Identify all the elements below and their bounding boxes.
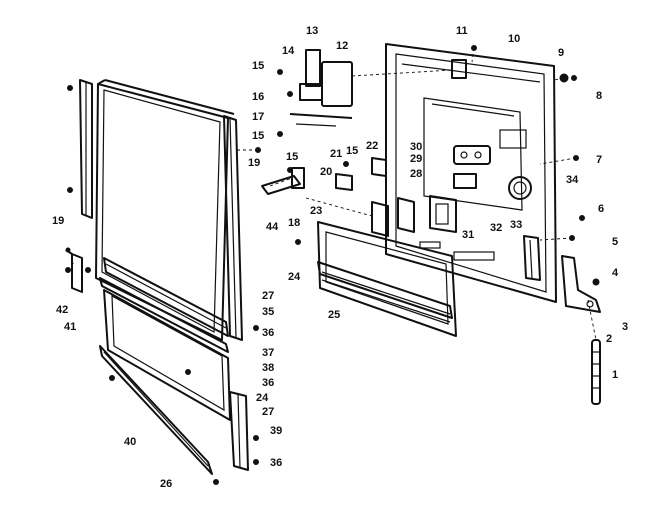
- callout-36-bottom: 36: [270, 457, 282, 469]
- callout-35: 35: [262, 306, 274, 318]
- callout-9: 9: [558, 47, 564, 59]
- left-hinge-bracket: [65, 247, 83, 293]
- callout-12: 12: [336, 40, 348, 52]
- callout-19-left: 19: [52, 215, 64, 227]
- callout-13: 13: [306, 25, 318, 37]
- screw-hardware: [65, 69, 600, 485]
- callout-32: 32: [490, 222, 502, 234]
- callout-36-top: 36: [262, 327, 274, 339]
- callout-39: 39: [270, 425, 282, 437]
- vent-knob-bracket: [371, 197, 415, 237]
- bottom-rail: [99, 345, 213, 475]
- lower-trim-strip: [99, 277, 229, 353]
- callout-41: 41: [64, 321, 76, 333]
- lower-access-panel: [103, 289, 231, 421]
- outer-door-panel: [95, 79, 235, 341]
- callout-14: 14: [282, 45, 295, 57]
- callout-4: 4: [612, 267, 619, 279]
- vertical-end-strip: [229, 391, 249, 471]
- callout-15-mid: 15: [252, 130, 264, 142]
- callout-22: 22: [366, 140, 378, 152]
- callout-23: 23: [310, 205, 322, 217]
- callout-labels: 1 2 3 4 5 6 7 8 9 10 11 12 13 14 15 15 1…: [52, 25, 628, 490]
- callout-1: 1: [612, 369, 618, 381]
- callout-40: 40: [124, 436, 136, 448]
- callout-11: 11: [456, 25, 468, 37]
- latch-handle: [261, 167, 305, 195]
- door-switch-clip: [371, 157, 387, 177]
- callout-28: 28: [410, 168, 422, 180]
- callout-18: 18: [288, 217, 300, 229]
- callout-31: 31: [462, 229, 474, 241]
- door-spring: [591, 339, 601, 405]
- inner-door-liner: [385, 43, 557, 303]
- callout-38: 38: [262, 362, 274, 374]
- vent-channel-assembly: [317, 221, 457, 337]
- callout-26: 26: [160, 478, 172, 490]
- callout-3: 3: [622, 321, 628, 333]
- callout-25: 25: [328, 309, 340, 321]
- leader-lines: [67, 47, 597, 341]
- callout-33: 33: [510, 219, 522, 231]
- rinse-aid-dispenser: [508, 176, 532, 200]
- callout-19-right: 19: [248, 157, 260, 169]
- callout-20: 20: [320, 166, 332, 178]
- callout-44: 44: [266, 221, 279, 233]
- callout-10: 10: [508, 33, 520, 45]
- callout-21: 21: [330, 148, 342, 160]
- callout-17: 17: [252, 111, 264, 123]
- right-side-trim-strip: [223, 115, 243, 341]
- callout-27-top: 27: [262, 290, 274, 302]
- callout-5: 5: [612, 236, 618, 248]
- detergent-dispenser: [453, 145, 491, 189]
- panel-bottom-trim: [103, 257, 229, 337]
- callout-27-bottom: 27: [262, 406, 274, 418]
- callout-36-mid: 36: [262, 377, 274, 389]
- callout-24-left: 24: [256, 392, 269, 404]
- callout-16: 16: [252, 91, 264, 103]
- callout-15-right: 15: [346, 145, 358, 157]
- callout-6: 6: [598, 203, 604, 215]
- callout-2: 2: [606, 333, 612, 345]
- callout-42: 42: [56, 304, 68, 316]
- left-side-trim-strip: [79, 79, 93, 219]
- door-hinge-arm: [561, 255, 601, 313]
- dispenser-cup-bracket: [429, 195, 457, 233]
- callout-29: 29: [410, 153, 422, 165]
- callout-7: 7: [596, 154, 602, 166]
- door-latch-assembly: [289, 49, 353, 127]
- switch-bracket: [335, 173, 353, 191]
- callout-24-right: 24: [288, 271, 301, 283]
- callout-37: 37: [262, 347, 274, 359]
- callout-15-top: 15: [252, 60, 264, 72]
- callout-30: 30: [410, 141, 422, 153]
- right-hinge-support: [523, 235, 541, 281]
- callout-8: 8: [596, 90, 602, 102]
- callout-15-left: 15: [286, 151, 298, 163]
- callout-34: 34: [566, 174, 579, 186]
